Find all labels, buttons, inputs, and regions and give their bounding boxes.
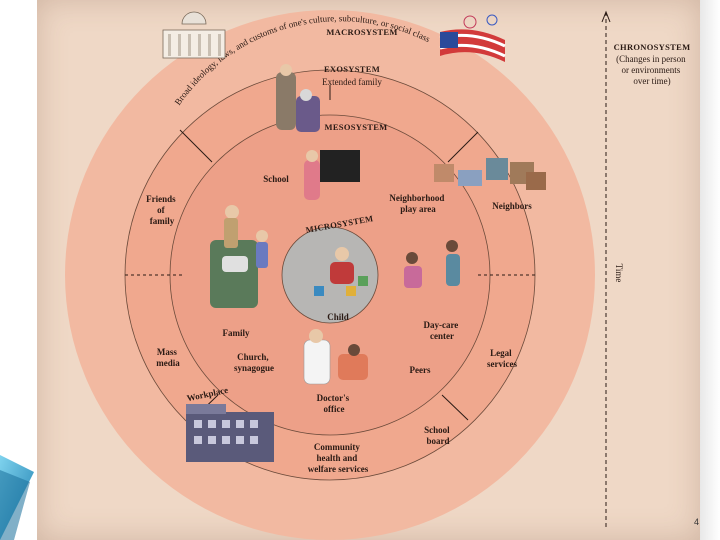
neighborhood-houses-icon bbox=[434, 158, 546, 190]
label-school: School bbox=[263, 174, 289, 184]
exosystem-sublabel: Extended family bbox=[322, 77, 382, 87]
doctor-with-child-icon bbox=[303, 329, 368, 385]
government-building-icon bbox=[162, 11, 226, 59]
label-peers: Peers bbox=[410, 365, 431, 375]
label-neighbors: Neighbors bbox=[492, 201, 532, 211]
label-school-board: School board bbox=[424, 425, 452, 446]
exosystem-label: EXOSYSTEM bbox=[324, 64, 380, 74]
firework-icon bbox=[463, 15, 477, 29]
firework-icon bbox=[486, 14, 498, 26]
time-arrow-icon bbox=[601, 10, 611, 23]
label-community-services: Community health and welfare services bbox=[308, 442, 369, 474]
children-playing-icon bbox=[404, 240, 460, 288]
child-with-blocks-icon bbox=[314, 247, 368, 296]
label-child: Child bbox=[327, 312, 349, 322]
chronosystem-label: CHRONOSYSTEM bbox=[614, 42, 691, 52]
label-neighborhood-play-area: Neighborhood play area bbox=[389, 193, 446, 214]
workplace-building-icon bbox=[186, 404, 274, 462]
label-church-synagogue: Church, synagogue bbox=[234, 352, 274, 373]
extended-family-icon bbox=[276, 64, 320, 132]
slide-right-margin bbox=[700, 0, 720, 540]
label-doctors-office: Doctor's office bbox=[317, 393, 352, 414]
page-number: 4 bbox=[694, 517, 700, 527]
label-mass-media: Mass media bbox=[156, 347, 180, 368]
slide-accent-shape bbox=[0, 455, 34, 540]
label-legal-services: Legal services bbox=[487, 348, 517, 369]
american-flag-icon bbox=[439, 14, 506, 62]
chronosystem-description: (Changes in person or environments over … bbox=[616, 54, 688, 86]
label-day-care-center: Day-care center bbox=[423, 320, 460, 341]
label-family: Family bbox=[223, 328, 250, 338]
macrosystem-label: MACROSYSTEM bbox=[326, 27, 397, 37]
time-label: Time bbox=[614, 264, 624, 283]
teacher-at-blackboard-icon bbox=[304, 150, 360, 200]
family-icon bbox=[210, 205, 268, 308]
mesosystem-label: MESOSYSTEM bbox=[325, 122, 388, 132]
label-friends-of-family: Friends of family bbox=[146, 194, 178, 226]
